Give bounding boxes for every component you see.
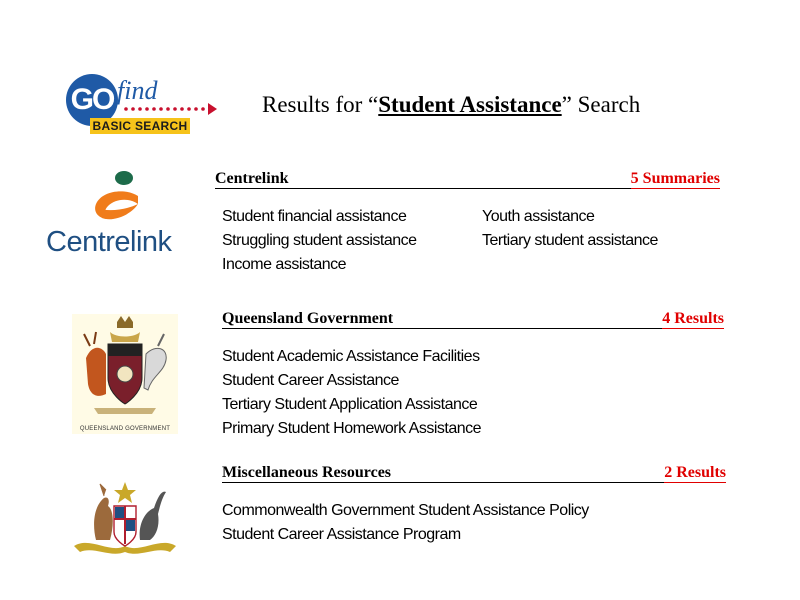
qld-crest-logo: QUEENSLAND GOVERNMENT (72, 314, 178, 434)
result-list-col2: Youth assistance Tertiary student assist… (482, 205, 658, 253)
result-link[interactable]: Student Career Assistance Program (222, 526, 461, 543)
section-header-misc[interactable]: Miscellaneous Resources 2 Results (222, 464, 726, 483)
title-suffix: ” Search (561, 92, 641, 117)
page-title: Results for “Student Assistance” Search (262, 92, 640, 118)
section-title[interactable]: Miscellaneous Resources (222, 464, 392, 481)
result-link[interactable]: Primary Student Homework Assistance (222, 420, 482, 437)
result-list: Student Academic Assistance Facilities S… (222, 345, 482, 441)
centrelink-swirl-icon (95, 171, 138, 220)
result-link[interactable]: Income assistance (222, 256, 347, 273)
gofind-logo[interactable]: GO find BASIC SEARCH (62, 70, 222, 140)
section-header-centrelink[interactable]: Centrelink 5 Summaries (215, 170, 720, 189)
result-link[interactable]: Struggling student assistance (222, 232, 417, 249)
centrelink-logo: Centrelink (46, 168, 176, 268)
result-link[interactable]: Youth assistance (482, 208, 595, 225)
find-text: find (117, 76, 158, 105)
search-keyword: Student Assistance (378, 92, 562, 117)
go-circle: GO (66, 74, 118, 126)
coat-of-arms-icon (83, 316, 167, 414)
dotted-arrow-icon (124, 103, 217, 115)
result-link[interactable]: Commonwealth Government Student Assistan… (222, 502, 589, 519)
commonwealth-coat-of-arms-icon (74, 482, 176, 554)
result-link[interactable]: Tertiary student assistance (482, 232, 658, 249)
section-header-qld[interactable]: Queensland Government 4 Results (222, 310, 724, 329)
result-count[interactable]: 2 Results (664, 464, 726, 483)
section-title[interactable]: Centrelink (215, 170, 289, 187)
qld-caption: QUEENSLAND GOVERNMENT (79, 426, 171, 432)
title-prefix: Results for “ (262, 92, 379, 117)
commonwealth-crest-logo (70, 476, 180, 558)
result-list: Commonwealth Government Student Assistan… (222, 499, 589, 547)
centrelink-wordmark: Centrelink (46, 226, 172, 258)
result-count[interactable]: 4 Results (662, 310, 724, 329)
result-link[interactable]: Student Career Assistance (222, 372, 399, 389)
result-link[interactable]: Student Academic Assistance Facilities (222, 348, 480, 365)
result-count[interactable]: 5 Summaries (630, 170, 720, 189)
result-link[interactable]: Tertiary Student Application Assistance (222, 396, 478, 413)
result-list-col1: Student financial assistance Struggling … (222, 205, 417, 277)
section-title[interactable]: Queensland Government (222, 310, 394, 327)
basic-search-label: BASIC SEARCH (90, 118, 190, 134)
result-link[interactable]: Student financial assistance (222, 208, 407, 225)
